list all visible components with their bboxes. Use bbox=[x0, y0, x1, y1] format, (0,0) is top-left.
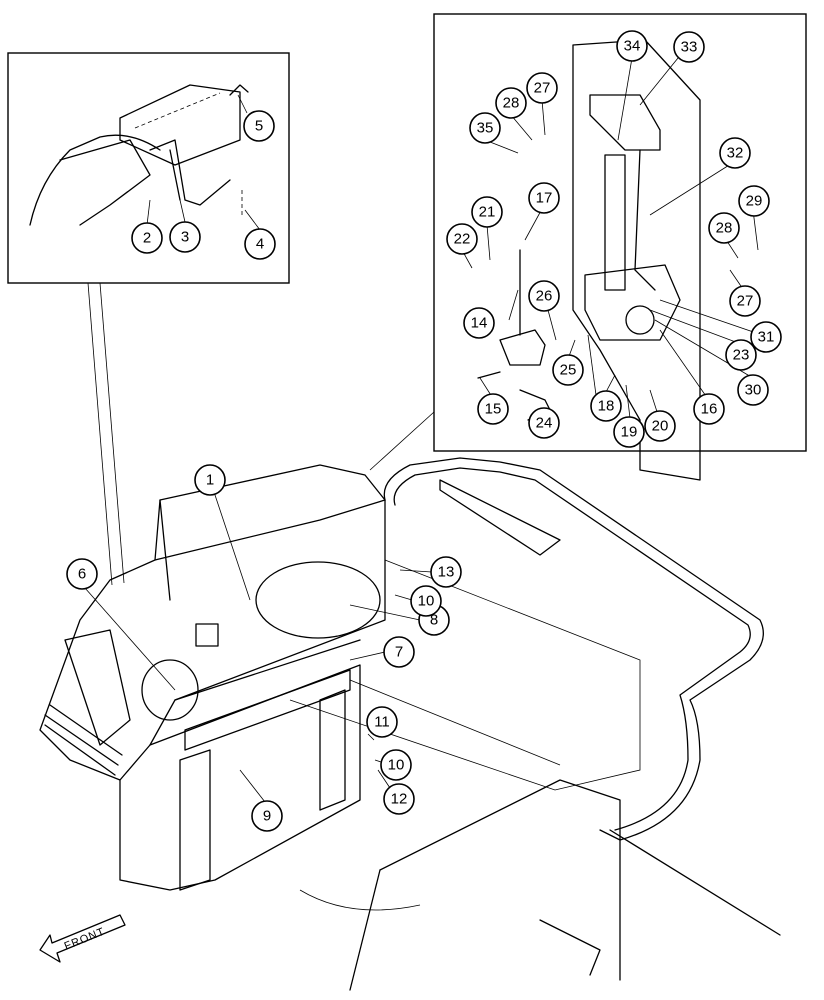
callout-5: 5 bbox=[243, 110, 275, 142]
svg-text:25: 25 bbox=[560, 362, 577, 379]
svg-text:5: 5 bbox=[255, 118, 263, 135]
svg-text:33: 33 bbox=[681, 39, 698, 56]
front-arrow: FRONT bbox=[39, 914, 126, 963]
svg-text:30: 30 bbox=[745, 382, 762, 399]
callout-32: 32 bbox=[719, 137, 751, 169]
callout-30: 30 bbox=[737, 374, 769, 406]
callout-21: 21 bbox=[471, 196, 503, 228]
svg-text:26: 26 bbox=[536, 288, 553, 305]
callout-27b: 27 bbox=[729, 285, 761, 317]
callout-24: 24 bbox=[528, 407, 560, 439]
svg-text:24: 24 bbox=[536, 415, 553, 432]
svg-text:19: 19 bbox=[621, 424, 638, 441]
callout-33: 33 bbox=[673, 31, 705, 63]
svg-text:17: 17 bbox=[536, 190, 553, 207]
callout-10a: 10 bbox=[410, 585, 442, 617]
svg-text:15: 15 bbox=[485, 401, 502, 418]
callout-13: 13 bbox=[430, 556, 462, 588]
console-body bbox=[39, 464, 386, 891]
svg-text:1: 1 bbox=[206, 472, 214, 489]
callout-2: 2 bbox=[131, 222, 163, 254]
svg-text:16: 16 bbox=[701, 401, 718, 418]
svg-text:12: 12 bbox=[391, 791, 408, 808]
callout-20: 20 bbox=[644, 410, 676, 442]
callout-16: 16 bbox=[693, 393, 725, 425]
callout-27a: 27 bbox=[526, 72, 558, 104]
callout-19: 19 bbox=[613, 416, 645, 448]
floor-panel bbox=[289, 457, 781, 991]
svg-text:35: 35 bbox=[477, 120, 494, 137]
svg-text:34: 34 bbox=[624, 38, 641, 55]
callout-22: 22 bbox=[446, 223, 478, 255]
callout-29: 29 bbox=[738, 185, 770, 217]
svg-text:6: 6 bbox=[78, 566, 86, 583]
callout-3: 3 bbox=[169, 221, 201, 253]
callout-1: 1 bbox=[194, 464, 226, 496]
svg-text:2: 2 bbox=[143, 230, 151, 247]
svg-text:22: 22 bbox=[454, 231, 471, 248]
svg-text:18: 18 bbox=[598, 398, 615, 415]
svg-text:3: 3 bbox=[181, 229, 189, 246]
callout-18: 18 bbox=[590, 390, 622, 422]
svg-text:28: 28 bbox=[503, 95, 520, 112]
svg-text:21: 21 bbox=[479, 204, 496, 221]
callout-15: 15 bbox=[477, 393, 509, 425]
callout-10b: 10 bbox=[380, 749, 412, 781]
callout-11: 11 bbox=[366, 706, 398, 738]
callout-12: 12 bbox=[383, 783, 415, 815]
callouts: 1 2 3 4 5 6 7 8 9 10 10 11 12 13 14 15 1… bbox=[66, 30, 782, 832]
callout-14: 14 bbox=[463, 307, 495, 339]
inset-left-box bbox=[7, 52, 290, 586]
svg-text:32: 32 bbox=[727, 145, 744, 162]
callout-31: 31 bbox=[750, 321, 782, 353]
svg-text:4: 4 bbox=[256, 236, 264, 253]
callout-35: 35 bbox=[469, 112, 501, 144]
svg-text:11: 11 bbox=[374, 714, 390, 731]
svg-text:27: 27 bbox=[534, 80, 551, 97]
svg-text:29: 29 bbox=[746, 193, 763, 210]
svg-text:10: 10 bbox=[388, 757, 405, 774]
callout-34: 34 bbox=[616, 30, 648, 62]
svg-text:23: 23 bbox=[733, 347, 750, 364]
callout-26: 26 bbox=[528, 280, 560, 312]
svg-text:7: 7 bbox=[395, 644, 403, 661]
svg-text:27: 27 bbox=[737, 293, 754, 310]
inset-right-box bbox=[369, 13, 807, 481]
svg-text:14: 14 bbox=[471, 315, 488, 332]
callout-25: 25 bbox=[552, 354, 584, 386]
svg-text:8: 8 bbox=[430, 612, 438, 629]
svg-text:31: 31 bbox=[758, 329, 775, 346]
svg-text:10: 10 bbox=[418, 593, 435, 610]
callout-28a: 28 bbox=[495, 87, 527, 119]
callout-9: 9 bbox=[251, 800, 283, 832]
callout-28b: 28 bbox=[708, 212, 740, 244]
callout-7: 7 bbox=[383, 636, 415, 668]
callout-23: 23 bbox=[725, 339, 757, 371]
svg-text:20: 20 bbox=[652, 418, 669, 435]
svg-text:28: 28 bbox=[716, 220, 733, 237]
callout-4: 4 bbox=[244, 228, 276, 260]
svg-text:13: 13 bbox=[438, 564, 455, 581]
callout-6: 6 bbox=[66, 558, 98, 590]
callout-17: 17 bbox=[528, 182, 560, 214]
svg-text:9: 9 bbox=[263, 808, 271, 825]
